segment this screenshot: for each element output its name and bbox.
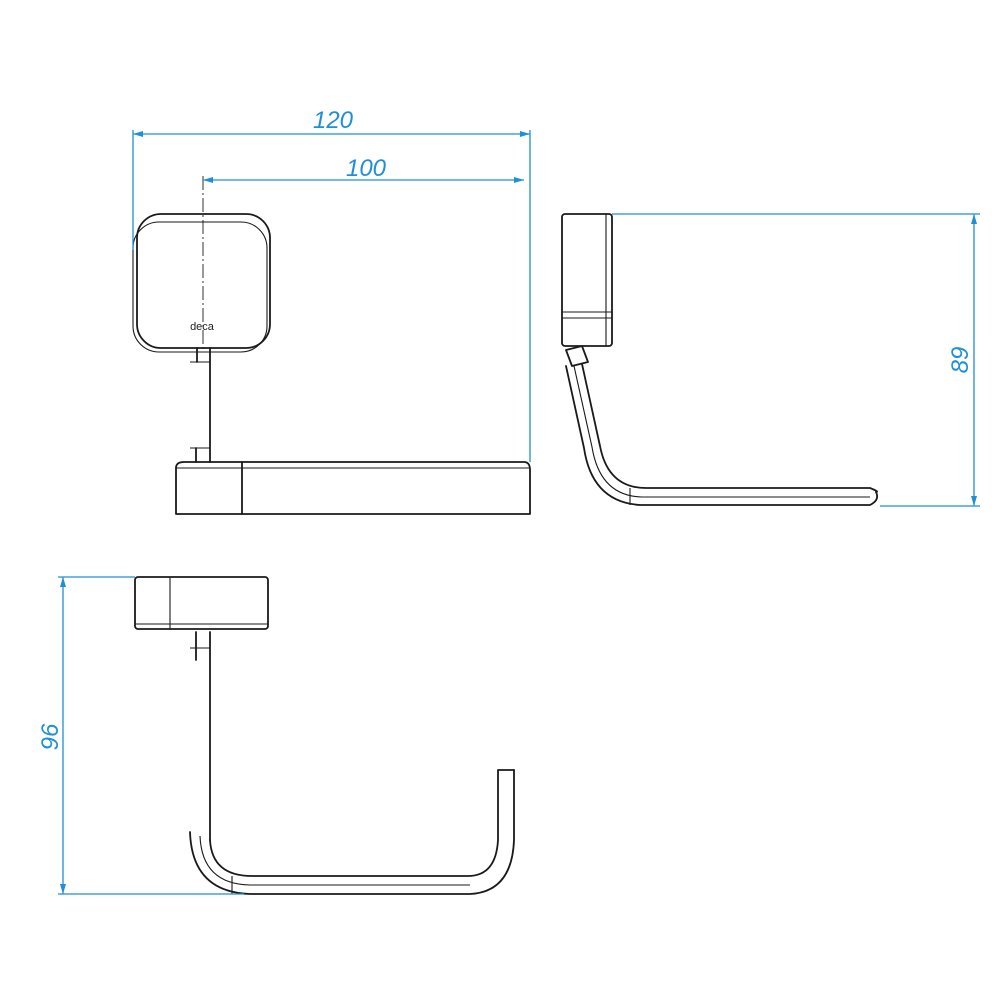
bottom-u-outer	[189, 769, 515, 895]
bottom-rosette	[134, 576, 269, 630]
front-arm	[175, 461, 531, 515]
side-rosette	[561, 213, 613, 347]
bottom-u-inner	[209, 769, 515, 877]
dim-100-arrow-left	[203, 177, 213, 183]
dimension-89: 89	[612, 213, 980, 507]
side-view	[561, 213, 879, 506]
dim-120-arrow-right	[520, 131, 530, 137]
side-arm-center	[573, 365, 870, 498]
dimension-120: 120	[132, 107, 531, 462]
front-view: deca	[132, 176, 531, 515]
side-arm-inner	[581, 363, 879, 493]
front-rosette	[136, 213, 271, 349]
dim-120-arrow-left	[133, 131, 143, 137]
dim-100-label: 100	[346, 155, 387, 182]
dim-120-label: 120	[313, 107, 354, 134]
dim-89-arrow-bottom	[971, 496, 977, 506]
dim-89-label: 89	[947, 347, 974, 374]
brand-logo-text: deca	[190, 321, 215, 333]
dim-96-label: 96	[37, 723, 64, 750]
dim-100-arrow-right	[514, 177, 524, 183]
bottom-view	[134, 576, 515, 895]
side-collar	[565, 345, 589, 367]
dim-96-arrow-top	[60, 577, 66, 587]
dimension-96: 96	[37, 576, 244, 895]
front-rosette-shadow	[132, 221, 268, 353]
bottom-u-center	[199, 835, 470, 886]
side-arm-outer	[565, 365, 879, 506]
dim-96-arrow-bottom	[60, 884, 66, 894]
dim-89-arrow-top	[971, 214, 977, 224]
dimension-100: 100	[203, 155, 524, 183]
